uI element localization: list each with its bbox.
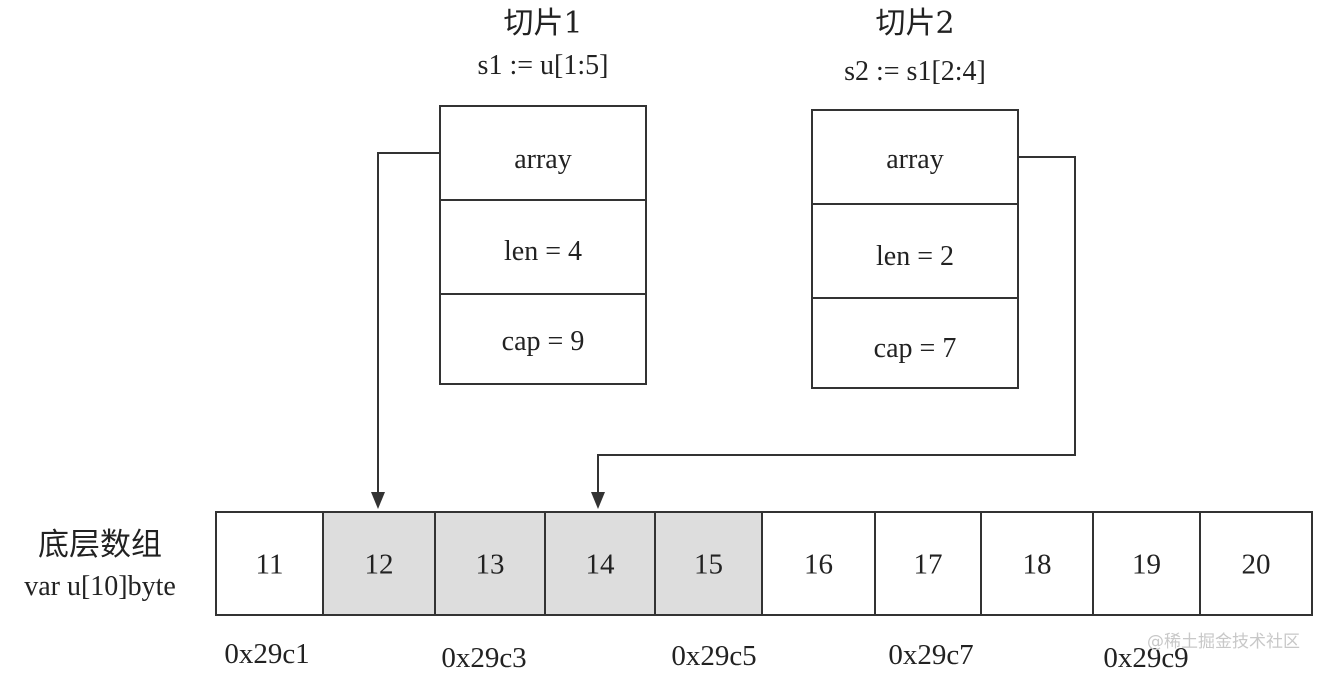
array-cell bbox=[874, 511, 982, 616]
array-address-label: 0x29c1 bbox=[224, 638, 309, 670]
array-cell-value: 14 bbox=[586, 549, 616, 581]
array-cell-value: 15 bbox=[694, 549, 723, 581]
slice-1-pointer-arrow bbox=[377, 152, 440, 494]
array-cells: 11 12 13 14 15 16 17 18 19 20 bbox=[215, 511, 1313, 616]
array-address-label: 0x29c9 bbox=[1103, 642, 1188, 672]
slice-2-array-label: array bbox=[886, 144, 944, 175]
array-declaration: var u[10]byte bbox=[24, 571, 176, 602]
array-cell bbox=[980, 511, 1094, 616]
slice-1-array-field bbox=[439, 105, 647, 201]
slice-1-pointer-arrowhead bbox=[371, 492, 385, 509]
array-cell-value: 13 bbox=[476, 549, 505, 581]
slice-1-len-label: len = 4 bbox=[504, 236, 582, 267]
array-cell bbox=[1092, 511, 1201, 616]
slice-2-cap-label: cap = 7 bbox=[874, 333, 957, 364]
slice-2-header: array len = 2 cap = 7 bbox=[811, 109, 1019, 389]
array-address-label: 0x29c7 bbox=[888, 639, 973, 671]
slice-1-title: 切片1 bbox=[503, 6, 582, 41]
array-cell bbox=[1199, 511, 1313, 616]
slice-2-cap-field bbox=[811, 297, 1019, 389]
array-cell-value: 12 bbox=[365, 549, 394, 581]
slice-2-len-label: len = 2 bbox=[876, 241, 954, 272]
array-cell-value: 18 bbox=[1023, 549, 1052, 581]
array-addresses: 0x29c1 0x29c3 0x29c5 0x29c7 0x29c9 bbox=[224, 638, 1188, 674]
slice-1-cap-label: cap = 9 bbox=[502, 326, 585, 357]
slice-1-len-field bbox=[439, 199, 647, 295]
slice-1-expr: s1 := u[1:5] bbox=[478, 50, 609, 81]
array-cell-value: 17 bbox=[914, 549, 943, 581]
slice-2-array-field bbox=[811, 109, 1019, 205]
slice-1-cap-field bbox=[439, 293, 647, 385]
slice-1-header: array len = 4 cap = 9 bbox=[439, 105, 647, 385]
slice-2-pointer-arrowhead bbox=[591, 492, 605, 509]
slice-2-title: 切片2 bbox=[875, 6, 954, 41]
array-address-label: 0x29c3 bbox=[441, 642, 526, 672]
slice-2-pointer-arrow bbox=[597, 156, 1076, 494]
slice-1-array-label: array bbox=[514, 144, 572, 175]
array-cell-value: 20 bbox=[1242, 549, 1271, 581]
array-cell bbox=[544, 511, 656, 616]
array-cell bbox=[654, 511, 763, 616]
array-cell-value: 16 bbox=[804, 549, 833, 581]
array-cell-value: 11 bbox=[256, 549, 284, 581]
array-address-label: 0x29c5 bbox=[671, 640, 756, 672]
array-label: 底层数组 bbox=[38, 527, 162, 563]
array-cell bbox=[434, 511, 546, 616]
slice-2-expr: s2 := s1[2:4] bbox=[844, 56, 986, 87]
watermark: @稀土掘金技术社区 bbox=[1147, 632, 1300, 652]
array-cell-value: 19 bbox=[1132, 549, 1161, 581]
